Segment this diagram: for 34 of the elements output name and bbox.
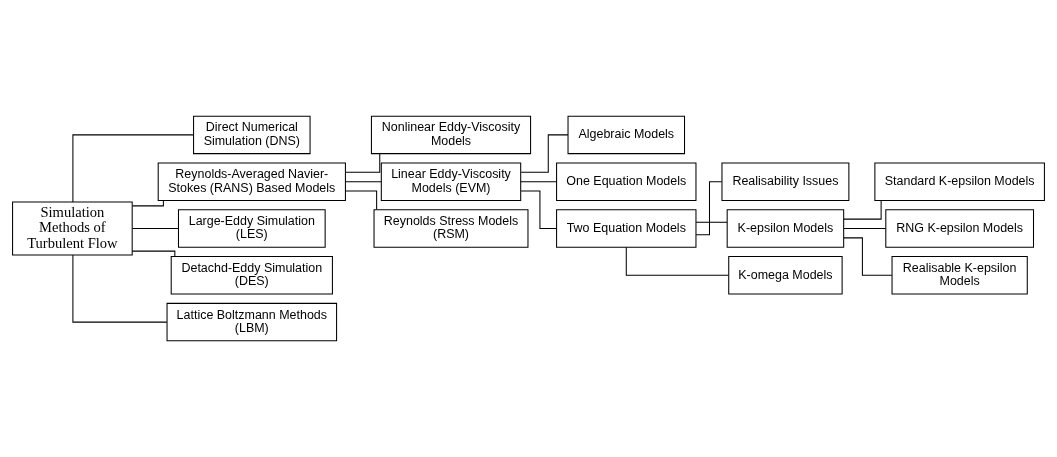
connector [843, 200, 882, 220]
connector [695, 221, 728, 223]
connector [625, 246, 729, 276]
node-box: One Equation Models [556, 162, 697, 201]
connector [520, 134, 569, 173]
connector [344, 153, 381, 173]
node-box: Nonlinear Eddy-Viscosity Models [370, 115, 532, 155]
connector [843, 228, 887, 229]
connector [345, 181, 382, 183]
node-box: Simulation Methods of Turbulent Flow [12, 201, 133, 256]
node-box: Realisable K-epsilon Models [891, 256, 1028, 295]
node-box: Two Equation Models [556, 209, 697, 248]
node-box: Realisability Issues [721, 162, 850, 201]
node-box: RNG K-epsilon Models [885, 209, 1035, 248]
node-box: Reynolds-Averaged Navier-Stokes (RANS) Based Models [157, 162, 346, 201]
node-box: Linear Eddy-Viscosity Models (EVM) [380, 162, 522, 201]
node-box: K-omega Models [728, 256, 843, 295]
node-box: Algebraic Models [567, 115, 686, 155]
connector [344, 190, 378, 210]
node-box: K-epsilon Models [726, 209, 845, 248]
connector [132, 200, 164, 207]
connector [520, 190, 557, 229]
connector [131, 250, 176, 257]
connector [132, 228, 179, 229]
node-box: Lattice Boltzmann Methods (LBM) [166, 302, 338, 342]
node-box: Large-Eddy Simulation (LES) [177, 209, 326, 248]
node-box: Reynolds Stress Models (RSM) [373, 209, 529, 248]
connector [72, 134, 194, 203]
connector [843, 237, 893, 276]
connector [520, 181, 557, 183]
node-box: Standard K-epsilon Models [874, 162, 1045, 201]
node-box: Direct Numerical Simulation (DNS) [193, 115, 311, 155]
connector [72, 254, 168, 323]
node-box: Detachd-Eddy Simulation (DES) [170, 256, 333, 295]
